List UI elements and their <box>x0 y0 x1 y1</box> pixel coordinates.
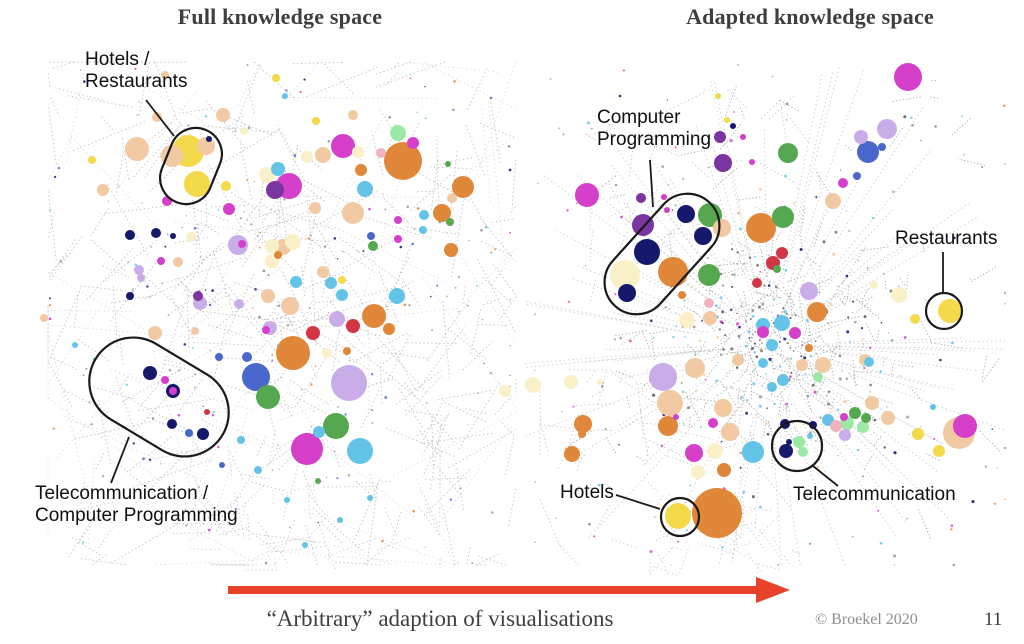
right-panel-title: Adapted knowledge space <box>686 4 934 29</box>
page-number: 11 <box>984 609 1003 630</box>
annotation-label-line: Restaurants <box>85 71 188 92</box>
annotation-label-computer-programming: Computer Programming <box>597 107 711 151</box>
annotation-label-line: Telecommunication / <box>35 483 209 504</box>
annotation-label-telecommunication: Telecommunication <box>793 484 956 506</box>
annotation-label-hotels-restaurants: Hotels / Restaurants <box>85 49 187 93</box>
arrow-caption: “Arbitrary” adaption of visualisations <box>266 606 614 631</box>
left-panel-title: Full knowledge space <box>177 4 383 29</box>
annotation-label-line: Hotels <box>560 482 614 503</box>
adaption-arrow <box>228 577 790 603</box>
copyright-notice: © Broekel 2020 <box>815 611 918 628</box>
annotation-label-line: Computer <box>597 107 681 128</box>
annotation-label-telecom-computer-programming: Telecommunication / Computer Programming <box>35 483 238 527</box>
annotation-label-restaurants: Restaurants <box>895 228 997 250</box>
annotation-label-line: Programming <box>597 129 712 150</box>
annotation-label-line: Restaurants <box>895 228 998 249</box>
annotation-label-hotels: Hotels <box>560 482 614 504</box>
annotation-label-line: Hotels / <box>85 49 150 70</box>
annotation-label-line: Telecommunication <box>793 484 956 505</box>
annotation-label-line: Computer Programming <box>35 505 238 526</box>
